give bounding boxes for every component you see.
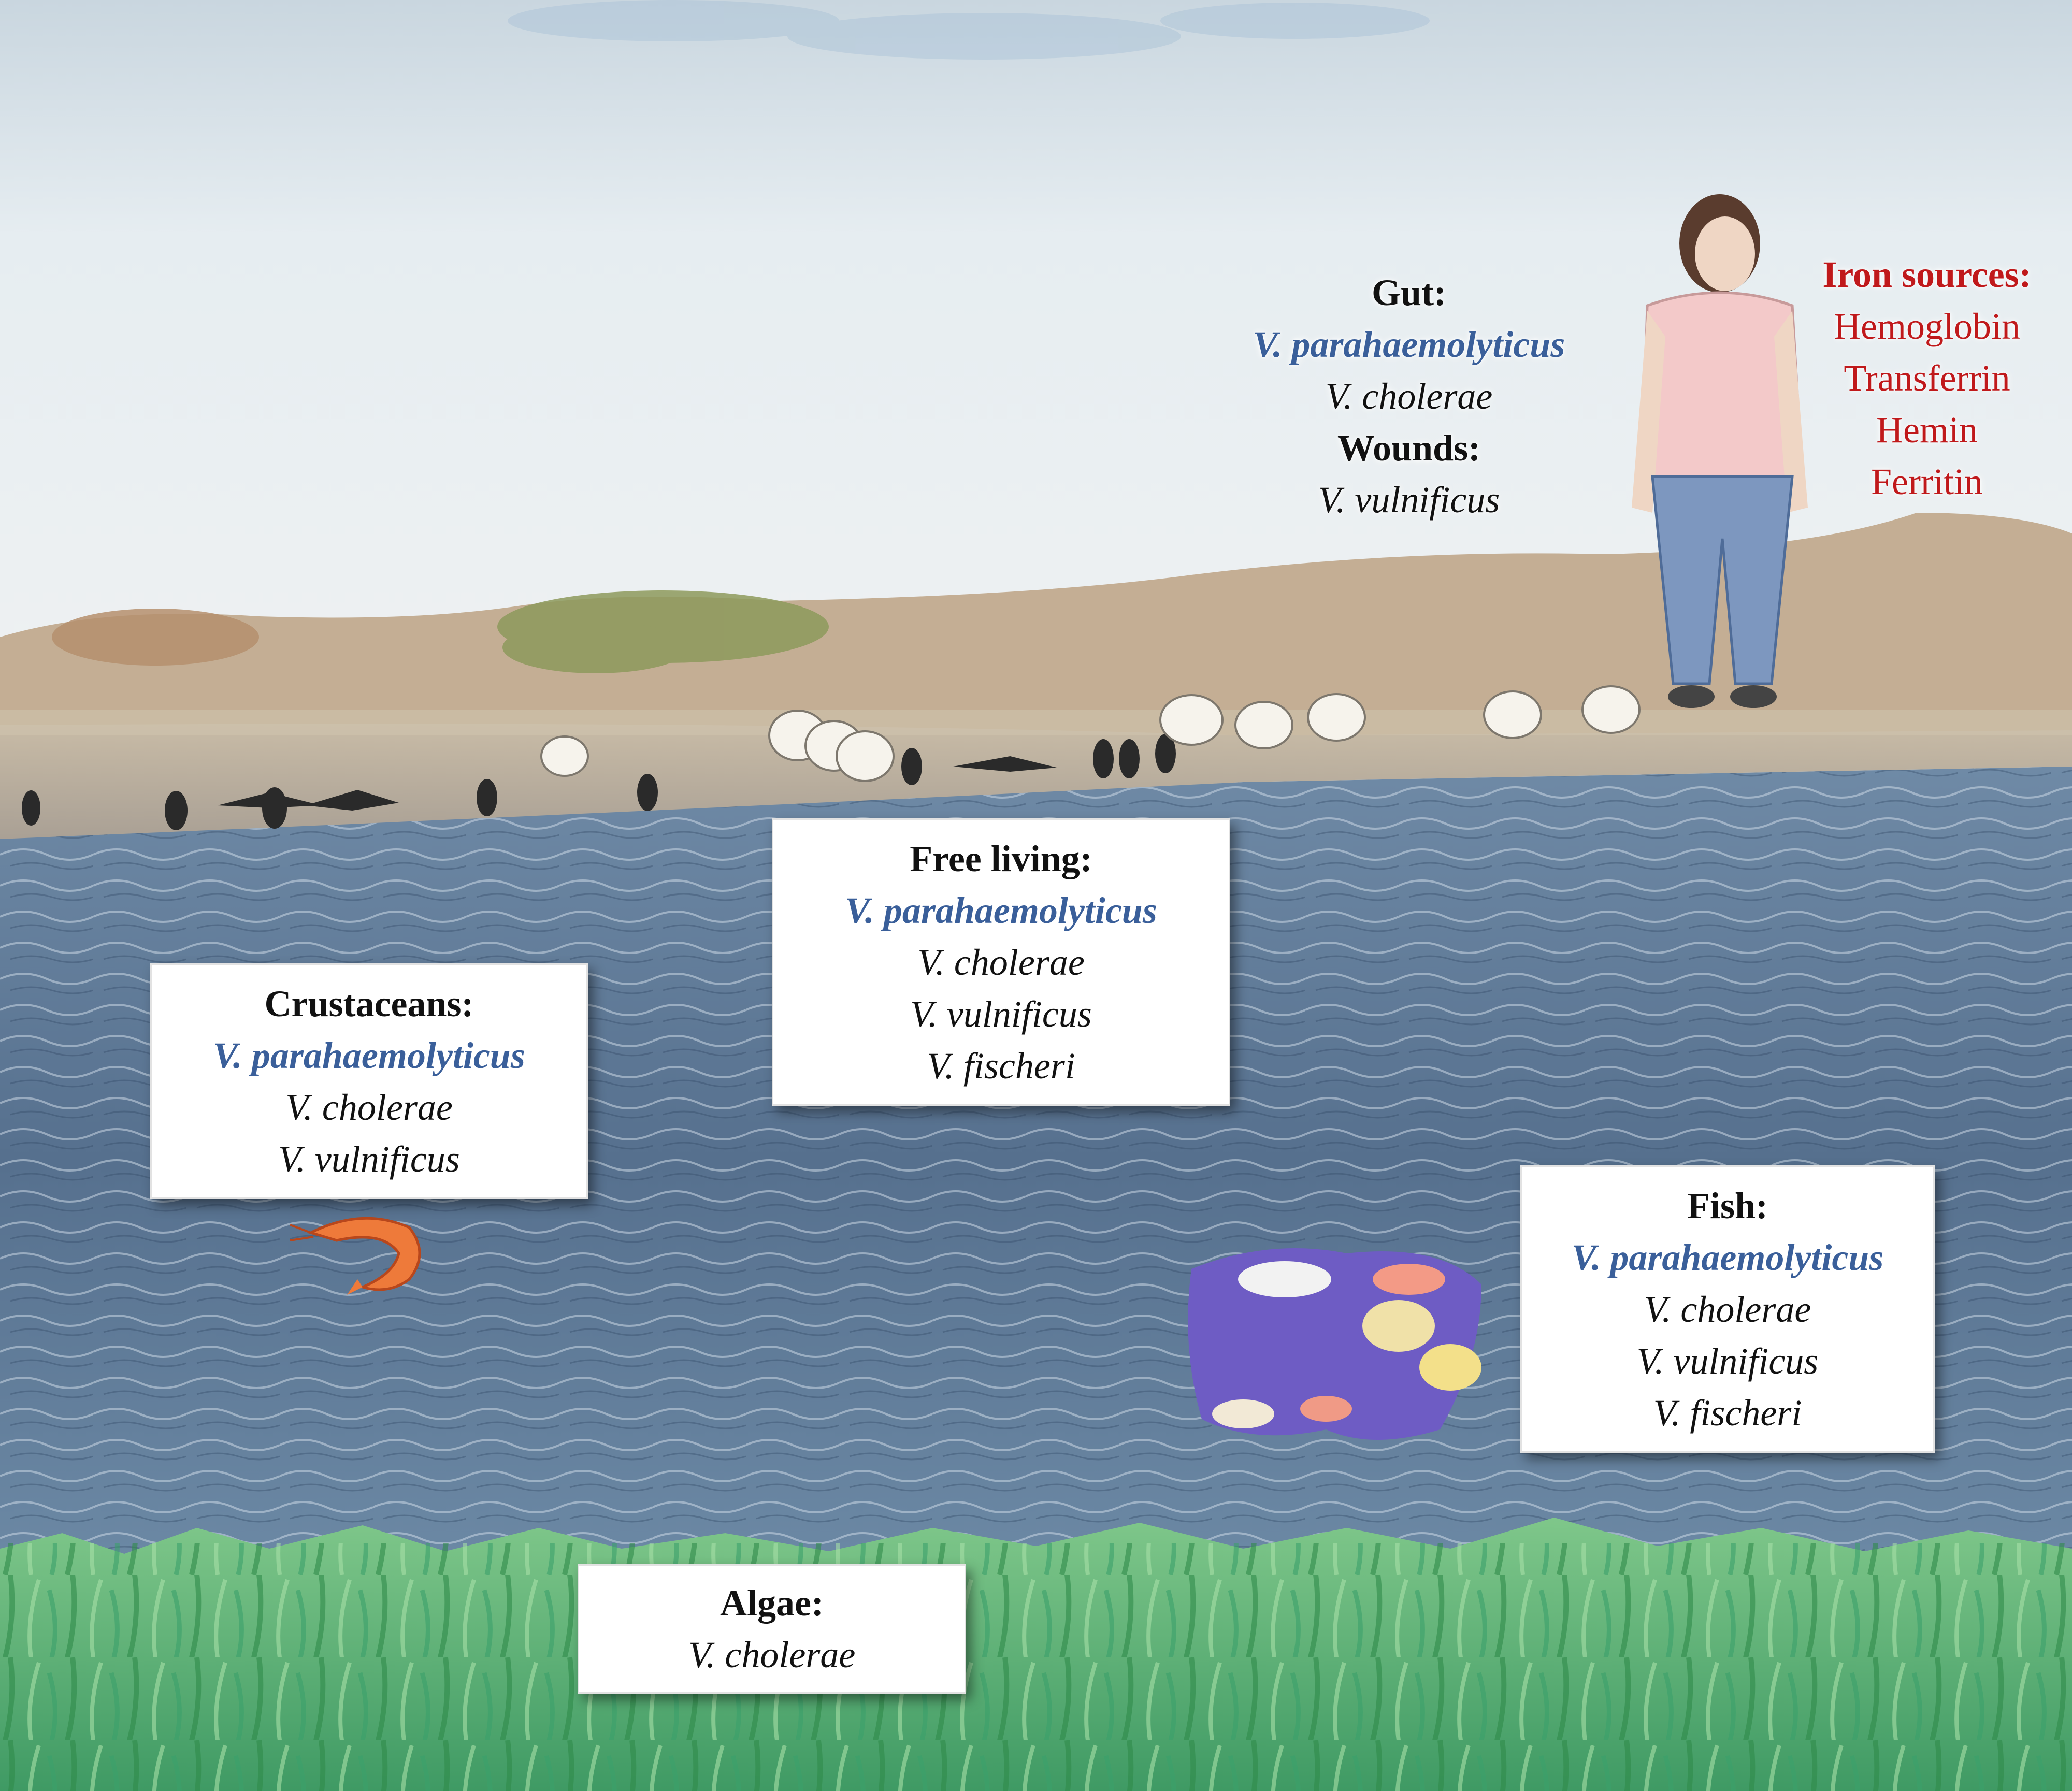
crustaceans-heading: Crustaceans: xyxy=(264,983,474,1024)
algae-heading: Algae: xyxy=(720,1582,824,1624)
fish-school-illustration xyxy=(1188,1248,1481,1440)
free-living-species: V. cholerae xyxy=(917,941,1085,983)
shrimp-icon xyxy=(290,1217,421,1295)
gut-heading: Gut: xyxy=(1372,272,1446,313)
crustaceans-box: Crustaceans: V. parahaemolyticus V. chol… xyxy=(150,963,588,1199)
iron-source-item: Hemin xyxy=(1876,409,1978,451)
iron-sources-heading: Iron sources: xyxy=(1822,254,2032,295)
iron-source-item: Transferrin xyxy=(1844,357,2010,399)
slope xyxy=(0,724,2072,844)
iron-source-item: Ferritin xyxy=(1871,461,1983,502)
algae-species: V. cholerae xyxy=(688,1634,856,1676)
clouds xyxy=(508,0,1430,60)
fish-species: V. vulnificus xyxy=(1636,1340,1819,1382)
fish-species: V. cholerae xyxy=(1644,1288,1811,1330)
free-living-heading: Free living: xyxy=(910,837,1092,879)
algae-box: Algae: V. cholerae xyxy=(578,1564,966,1694)
shrubs xyxy=(52,590,829,673)
free-living-species: V. parahaemolyticus xyxy=(845,889,1157,931)
free-living-species: V. vulnificus xyxy=(910,993,1092,1035)
crustaceans-species: V. parahaemolyticus xyxy=(213,1034,525,1076)
free-living-species: V. fischeri xyxy=(927,1045,1075,1087)
fish-species: V. fischeri xyxy=(1653,1392,1802,1434)
iron-source-item: Hemoglobin xyxy=(1834,306,2020,347)
free-living-box: Free living: V. parahaemolyticus V. chol… xyxy=(772,818,1230,1106)
birds-illustration xyxy=(22,685,1641,830)
fish-box: Fish: V. parahaemolyticus V. cholerae V.… xyxy=(1520,1165,1935,1453)
iron-sources-text: Iron sources: Hemoglobin Transferrin Hem… xyxy=(1782,249,2072,508)
gut-species-1: V. parahaemolyticus xyxy=(1253,324,1565,365)
fish-heading: Fish: xyxy=(1687,1185,1768,1226)
gut-wounds-text: Gut: V. parahaemolyticus V. cholerae Wou… xyxy=(1186,267,1632,526)
crustaceans-species: V. vulnificus xyxy=(278,1138,460,1180)
dunes xyxy=(0,513,2072,756)
crustaceans-species: V. cholerae xyxy=(285,1086,453,1128)
person-illustration xyxy=(1632,194,1808,708)
wounds-heading: Wounds: xyxy=(1337,427,1481,469)
gut-species-2: V. cholerae xyxy=(1325,375,1493,417)
wounds-species: V. vulnificus xyxy=(1318,479,1500,521)
fish-species: V. parahaemolyticus xyxy=(1571,1236,1884,1278)
